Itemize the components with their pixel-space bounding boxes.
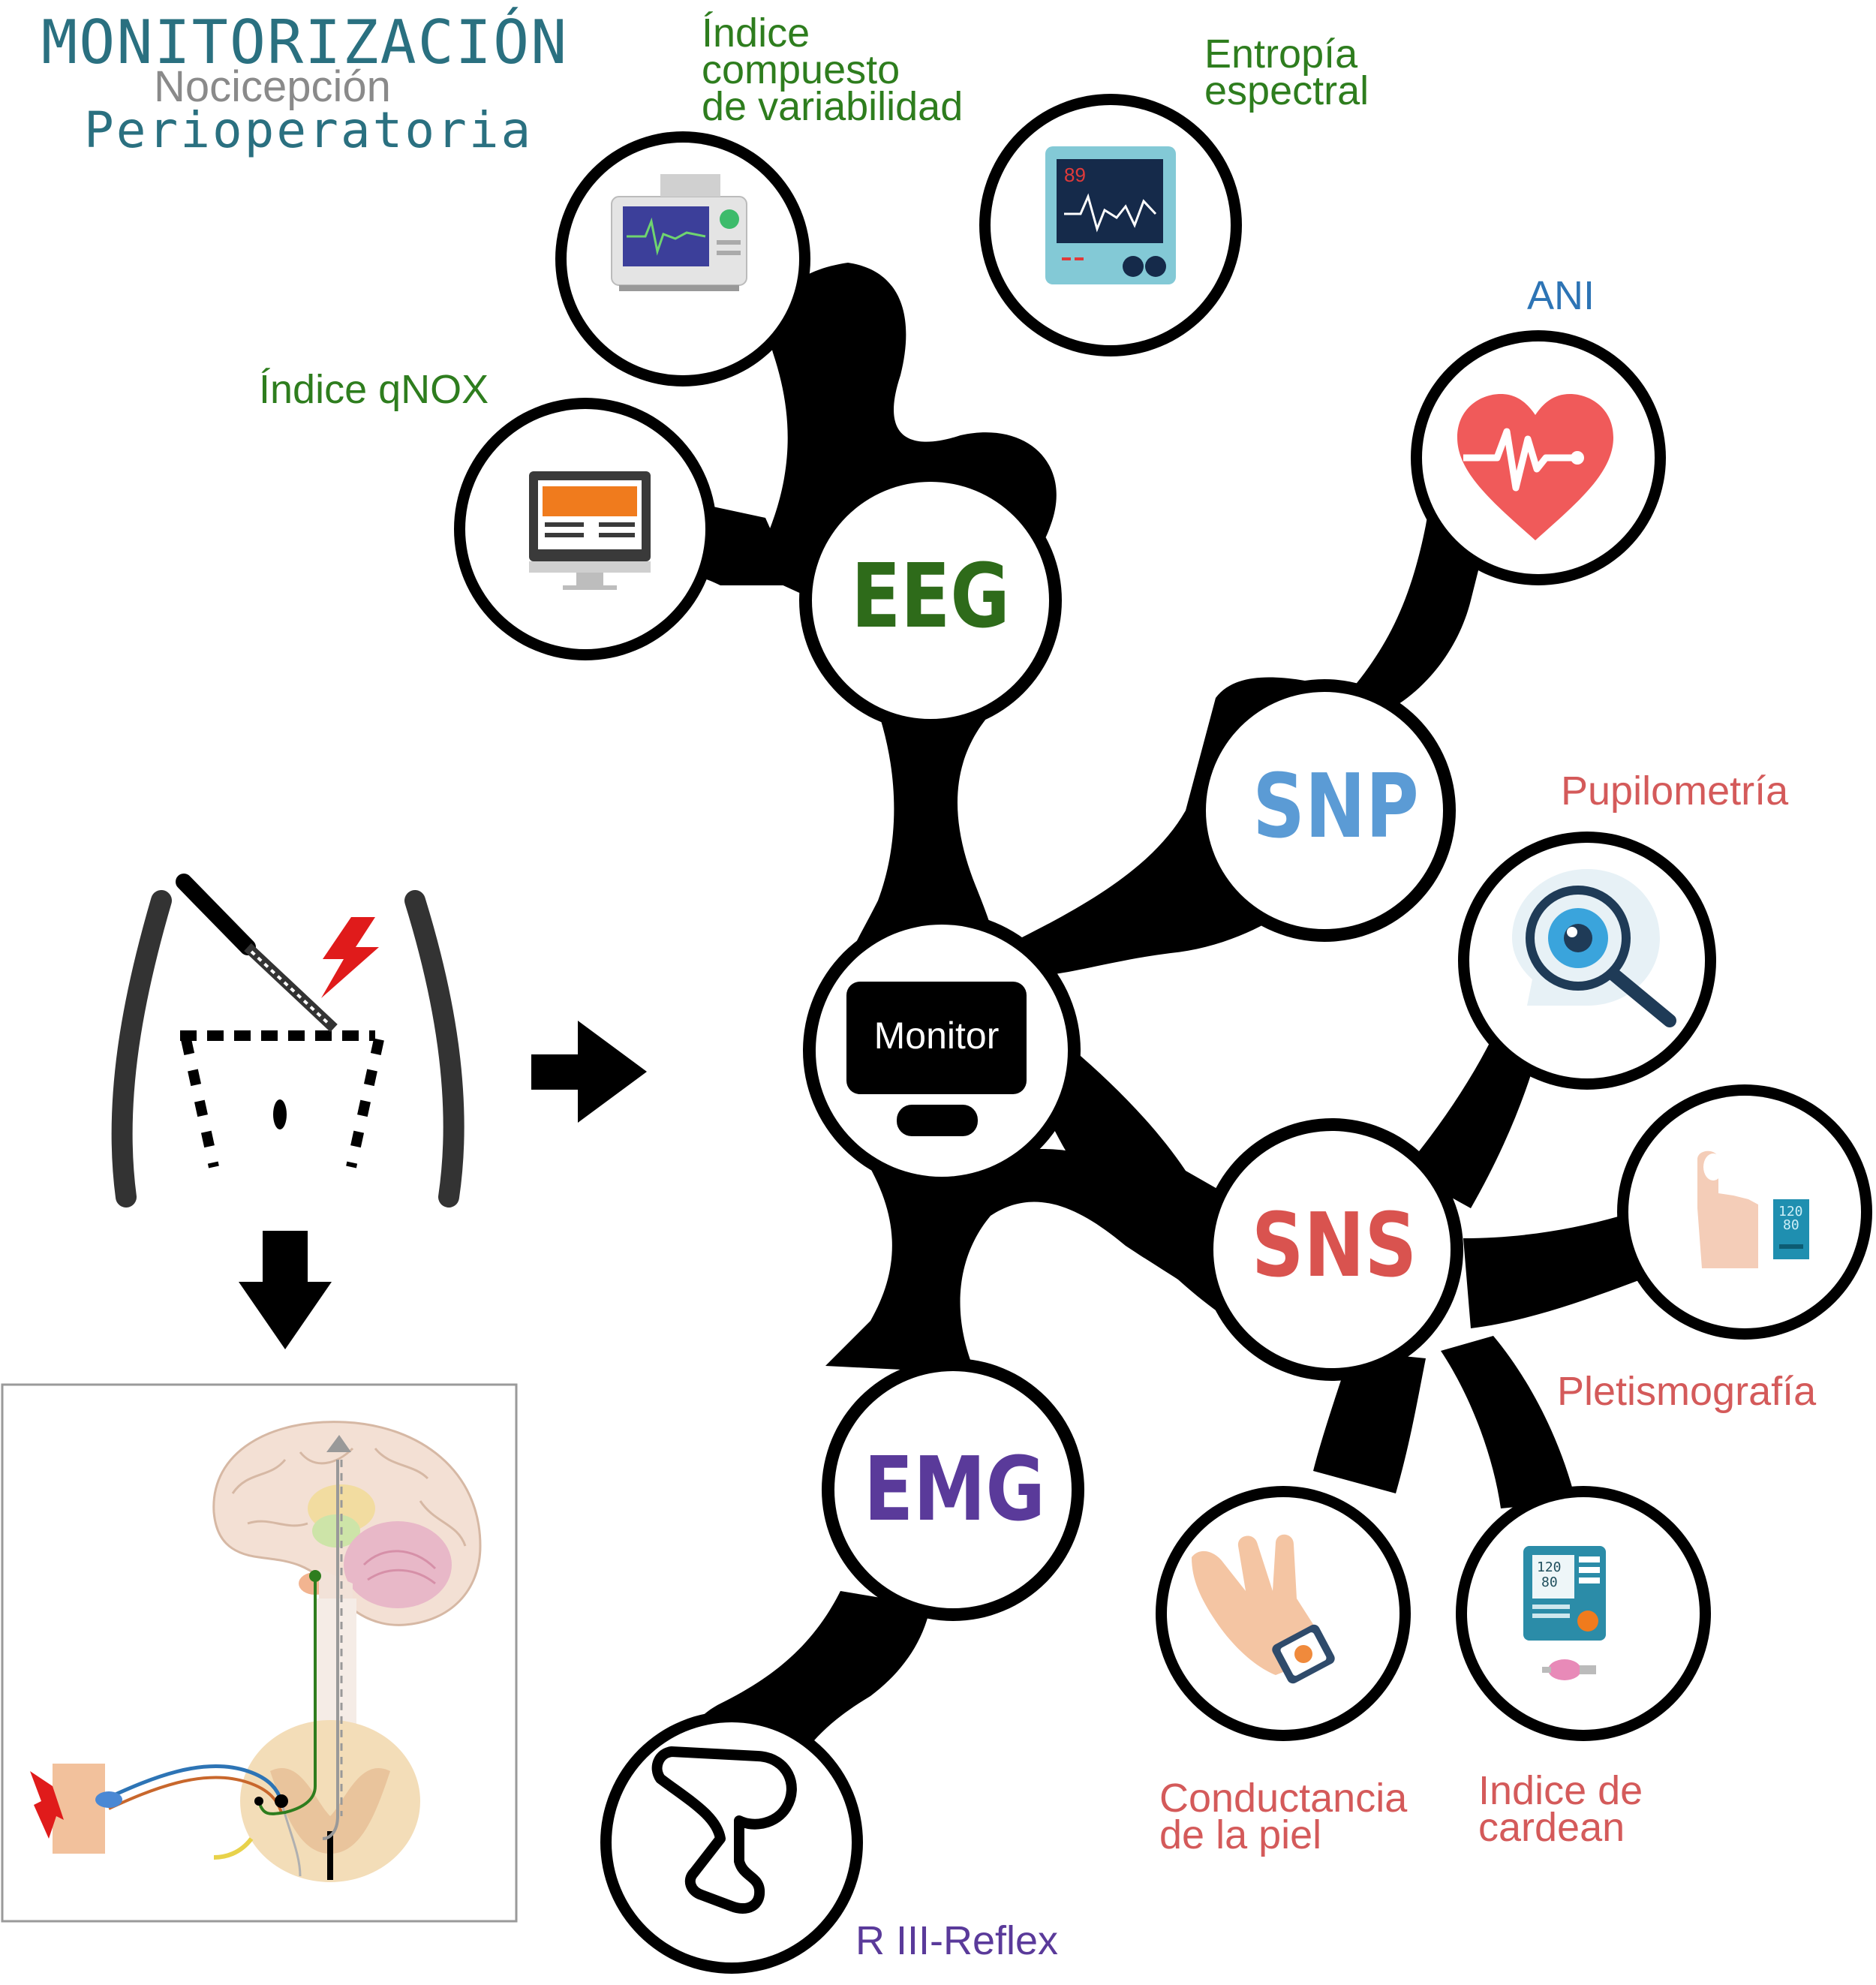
label-ani: ANI	[1527, 273, 1595, 318]
lightning-icon	[321, 917, 379, 998]
arrow-down-icon	[239, 1231, 332, 1349]
label-qnox: Índice qNOX	[259, 367, 489, 412]
node-sns-label: SNS	[1252, 1195, 1417, 1298]
cardean-sys: 120	[1537, 1559, 1562, 1575]
bubble-eeg	[799, 469, 1062, 732]
label-reflex: R III-Reflex	[855, 1918, 1059, 1963]
bubble-sns	[1201, 1118, 1463, 1381]
patient-monitor-icon	[611, 174, 747, 291]
pleth-dia: 80	[1783, 1217, 1799, 1233]
arrow-right-icon	[531, 1021, 647, 1123]
leg-reflex-icon	[651, 1746, 797, 1914]
hand-wristband-icon	[1192, 1534, 1335, 1684]
blood-pressure-monitor-icon: 120 80	[1523, 1546, 1606, 1680]
heart-rate-monitor-icon: 89	[1045, 146, 1176, 284]
heart-icon	[1457, 394, 1613, 540]
pleth-sys: 120	[1778, 1204, 1803, 1220]
label-cardean: Indice de cardean	[1478, 1768, 1643, 1850]
label-pletismografia: Pletismografía	[1557, 1369, 1817, 1414]
desktop-monitor-icon	[529, 471, 651, 590]
label-entropia: Entropía espectral	[1204, 32, 1369, 113]
monitor-value: 89	[1064, 164, 1086, 186]
monitor-label: Monitor	[874, 1015, 1000, 1057]
scalpel-icon	[176, 874, 338, 1033]
monitor-icon: Monitor	[846, 982, 1027, 1136]
bubble-snp	[1193, 679, 1456, 942]
node-emg-label: EMG	[864, 1439, 1045, 1541]
cardean-dia: 80	[1541, 1574, 1558, 1590]
label-indice-compuesto: Índice compuesto de variabilidad	[702, 11, 964, 129]
abdomen-incision-icon	[111, 890, 464, 1208]
eye-magnifier-icon	[1512, 869, 1676, 1027]
label-conductancia: Conductancia de la piel	[1159, 1776, 1408, 1857]
node-snp-label: SNP	[1252, 756, 1419, 859]
node-eeg-label: EEG	[851, 546, 1010, 648]
finger-pulse-oximeter-icon: 120 80	[1697, 1150, 1809, 1268]
title-main: MONITORIZACIÓN	[41, 8, 569, 77]
title-perioperatoria: Perioperatoria	[84, 101, 534, 159]
title-sub: Nocicepción	[154, 62, 391, 111]
bubble-emg	[822, 1358, 1084, 1621]
pain-pathway-illustration	[1, 1383, 518, 1923]
label-pupilometria: Pupilometría	[1561, 768, 1789, 814]
